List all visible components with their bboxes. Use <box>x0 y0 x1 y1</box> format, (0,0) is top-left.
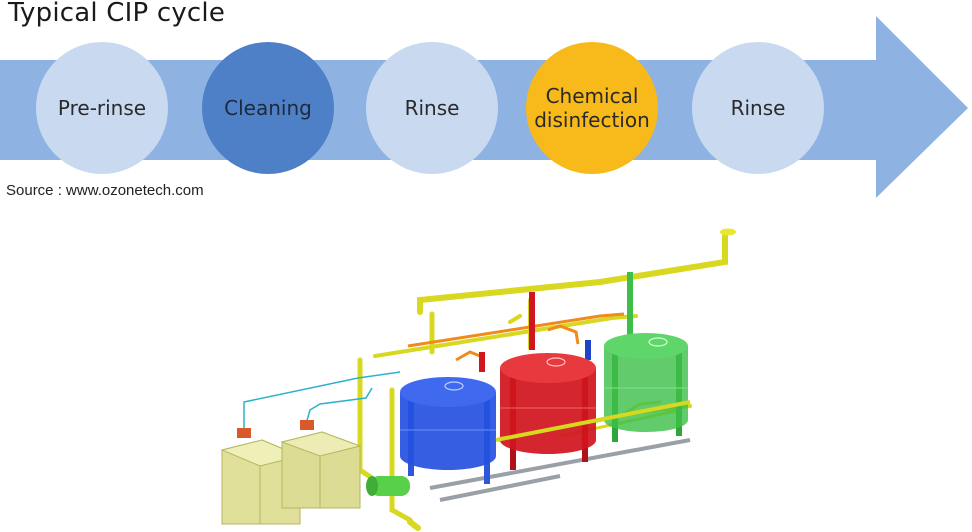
stage-chemical-disinfection: Chemical disinfection <box>526 42 658 174</box>
chemical-container-2 <box>280 431 362 509</box>
front-yellow-pipe <box>495 400 691 442</box>
diagram-title: Typical CIP cycle <box>8 0 226 28</box>
vent-cap <box>720 228 736 236</box>
pump <box>366 476 410 496</box>
instrument-cabling <box>243 371 401 430</box>
sensor-box-1 <box>237 428 251 438</box>
green-tank <box>604 333 688 442</box>
blue-tank <box>400 377 496 484</box>
support-frame <box>429 438 691 502</box>
stage-label: Cleaning <box>224 95 312 120</box>
sensor-box-2 <box>300 420 314 430</box>
source-credit: Source : www.ozonetech.com <box>6 182 204 199</box>
stage-rinse-2: Rinse <box>692 42 824 174</box>
stage-pre-rinse: Pre-rinse <box>36 42 168 174</box>
stage-label: Rinse <box>730 95 786 120</box>
stage-label: Chemical disinfection <box>534 83 650 132</box>
stage-cleaning: Cleaning <box>202 42 334 174</box>
stage-label: Pre-rinse <box>57 95 147 120</box>
stage-label: Rinse <box>404 95 460 120</box>
orange-pipework <box>407 312 625 362</box>
stage-rinse-1: Rinse <box>366 42 498 174</box>
red-tank <box>500 353 596 470</box>
